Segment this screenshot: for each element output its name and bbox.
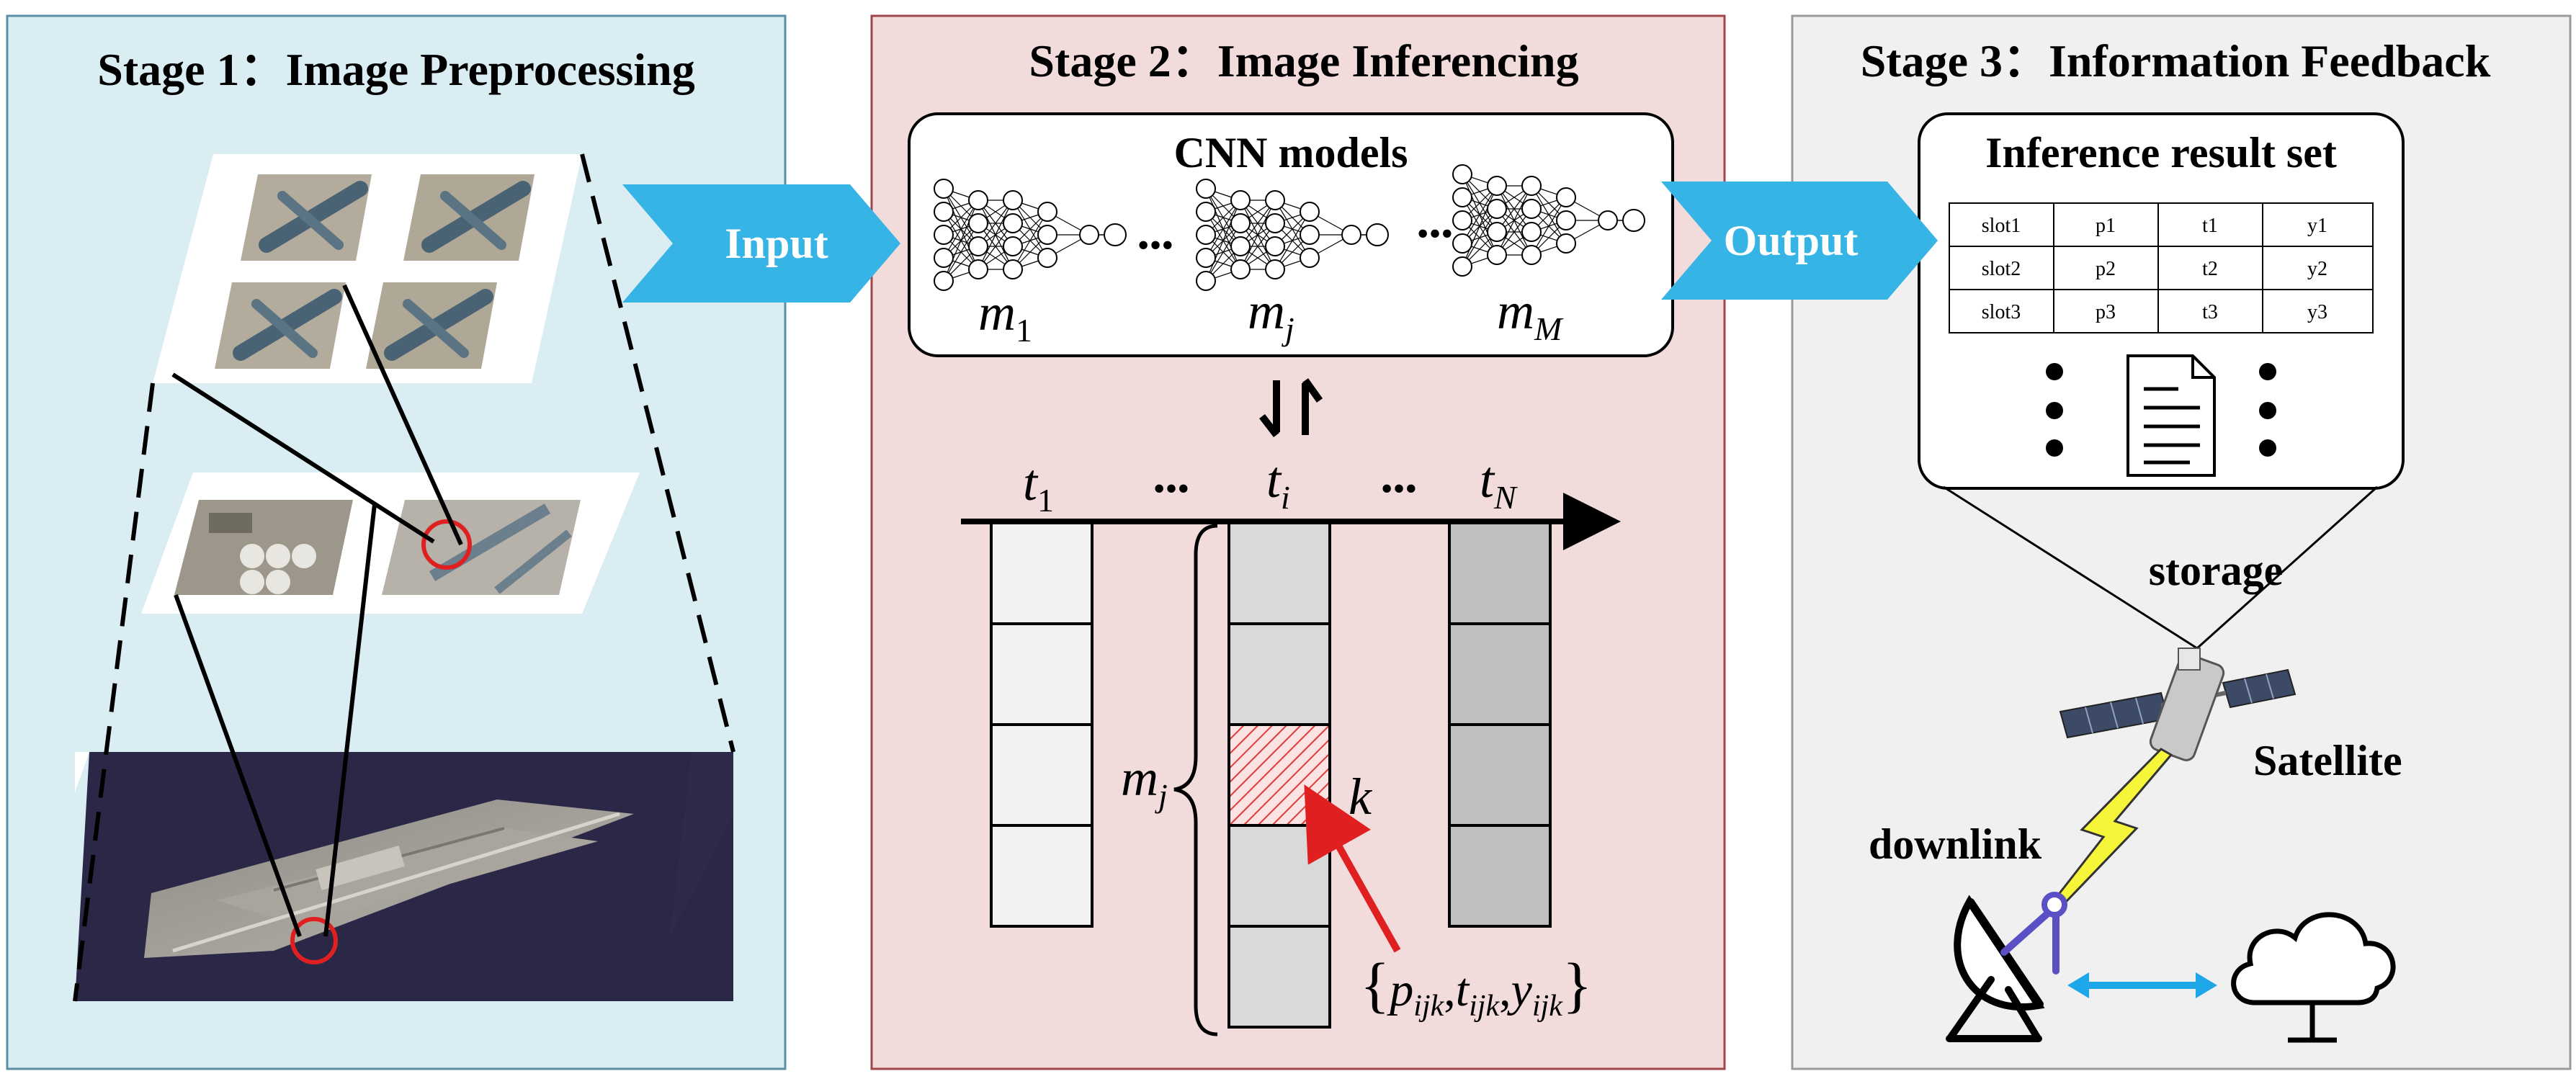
table-cell: p2: [2096, 258, 2116, 280]
cloud-icon: [2231, 912, 2396, 1043]
result-pointer-arrow: [1304, 784, 1401, 953]
stage1-panel: Stage 1：Image Preprocessing: [6, 14, 787, 1070]
detection-circle: [421, 519, 472, 570]
patch-layer-top: [153, 154, 582, 383]
output-label: Output: [1724, 217, 1859, 264]
brace-label: mj: [1121, 749, 1168, 814]
exchange-arrows: [1259, 378, 1323, 438]
model-ellipsis: •••: [1137, 226, 1173, 264]
satellite-scene: [75, 752, 733, 1001]
table-cell: slot1: [1982, 215, 2021, 237]
time-slot-label-i: ti: [1266, 451, 1290, 516]
table-cell: slot3: [1982, 301, 2021, 323]
cnn-models-box: [908, 112, 1674, 357]
result-tuple: {pijk,tijk,yijk}: [1360, 950, 1592, 1023]
model-label-M: mM: [1497, 282, 1564, 347]
cnn-models-title: CNN models: [1174, 129, 1408, 176]
model-ellipsis: •••: [1417, 215, 1453, 253]
pyramid-dashed-edges: [73, 153, 735, 1002]
document-icon: [2126, 354, 2216, 477]
stage1-title: Stage 1：Image Preprocessing: [97, 44, 695, 95]
table-cell: y2: [2307, 258, 2327, 280]
model-label-j: mj: [1248, 282, 1294, 347]
stage3-title: Stage 3：Information Feedback: [1861, 35, 2491, 86]
vertical-ellipsis: [2046, 363, 2276, 457]
downlink-label: downlink: [1869, 820, 2042, 868]
stage3-panel: Stage 3：Information Feedback Inference r…: [1791, 14, 2572, 1070]
input-arrow: Input: [622, 184, 900, 303]
neural-network-icon: [1452, 164, 1645, 277]
slot-column-i: [1227, 521, 1331, 1029]
table-cell: slot2: [1982, 258, 2021, 280]
ground-station-dish-icon: [1946, 892, 2067, 1042]
slot-ellipsis: •••: [1381, 470, 1417, 508]
aircraft-tile: [403, 174, 535, 261]
result-table: slot1 p1 t1 y1 slot2 p2 t2 y2 slot3 p3 t…: [1949, 202, 2374, 333]
neural-networks: [934, 164, 1645, 291]
input-label: Input: [725, 220, 828, 267]
table-cell: t1: [2202, 215, 2218, 237]
slot-column-N: [1448, 521, 1552, 928]
patch-layer-middle: [141, 472, 640, 614]
model-brace: [1173, 524, 1218, 1036]
model-label-1: m1: [978, 284, 1032, 349]
aircraft-tile: [366, 282, 497, 369]
table-cell: t2: [2202, 258, 2218, 280]
aircraft-tile: [241, 174, 372, 261]
detection-circle: [290, 917, 338, 964]
table-cell: p3: [2096, 301, 2116, 323]
table-cell: y3: [2307, 301, 2327, 323]
cloud-link-arrow: [2067, 972, 2217, 998]
projection-lines: [171, 284, 463, 938]
result-set-title: Inference result set: [1985, 129, 2337, 176]
storage-label: storage: [2149, 547, 2284, 594]
storage-connector: [1943, 485, 2379, 650]
neural-network-icon: [1196, 179, 1389, 291]
slot-ellipsis: •••: [1153, 470, 1189, 508]
table-cell: y1: [2307, 215, 2327, 237]
time-slot-label-1: t1: [1023, 454, 1054, 519]
stage2-title: Stage 2：Image Inferencing: [1029, 35, 1578, 86]
satellite-label: Satellite: [2253, 737, 2402, 784]
satellite-icon: [2059, 648, 2297, 761]
aircraft-tile: [215, 282, 346, 369]
highlighted-cell-k: [1227, 723, 1331, 827]
slot-column-1: [990, 521, 1094, 928]
time-slot-label-N: tN: [1480, 451, 1518, 516]
output-arrow: Output: [1661, 182, 1938, 300]
cell-label: k: [1349, 768, 1373, 825]
neural-network-icon: [934, 179, 1127, 291]
table-cell: p1: [2096, 215, 2116, 237]
table-cell: t3: [2202, 301, 2218, 323]
stage2-panel: Stage 2：Image Inferencing CNN models •••…: [870, 14, 1726, 1070]
